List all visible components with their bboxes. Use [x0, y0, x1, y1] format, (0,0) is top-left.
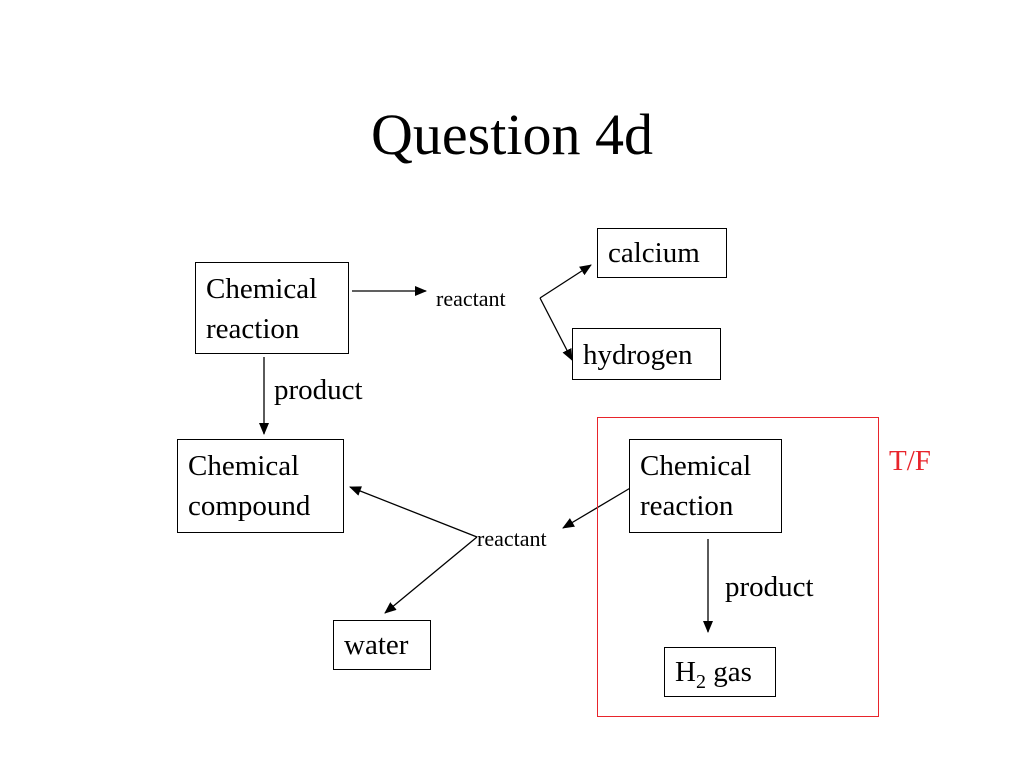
calcium-box: calcium — [597, 228, 727, 278]
box-line: water — [344, 629, 409, 661]
true-false-highlight-box — [597, 417, 879, 717]
arrow-reactant-to-hydrogen — [539, 297, 573, 361]
chemical-compound-box: Chemical compound — [177, 439, 344, 533]
gas-word: gas — [705, 656, 752, 688]
box-line: Chemical — [640, 450, 752, 482]
box-line: Chemical — [188, 450, 300, 482]
box-line: hydrogen — [583, 339, 693, 371]
chemical-reaction-box-top: Chemical reaction — [195, 262, 349, 354]
box-line: calcium — [608, 237, 700, 269]
page-title: Question 4d — [371, 102, 653, 167]
chemical-reaction-box-bottom: Chemical reaction — [629, 439, 782, 533]
element-symbol: H — [675, 656, 696, 688]
water-box: water — [333, 620, 431, 670]
box-line: reaction — [640, 490, 734, 522]
reactant-label-top: reactant — [436, 286, 506, 311]
true-false-label: T/F — [889, 445, 931, 477]
box-line: reaction — [206, 313, 300, 345]
product-label-left: product — [274, 374, 363, 406]
hydrogen-box: hydrogen — [572, 328, 721, 380]
subscript-2: 2 — [695, 670, 706, 693]
product-label-right: product — [725, 571, 814, 603]
box-line: compound — [188, 490, 311, 522]
box-line: Chemical — [206, 273, 318, 305]
arrow-reactant-to-calcium — [539, 264, 592, 299]
h2-gas-box: H2 gas — [664, 647, 776, 697]
arrow-reactant-to-compound — [349, 486, 478, 538]
h2-gas-text: H2 gas — [675, 652, 765, 692]
reactant-label-bottom: reactant — [477, 526, 547, 551]
arrow-reactant-to-water — [384, 536, 478, 614]
